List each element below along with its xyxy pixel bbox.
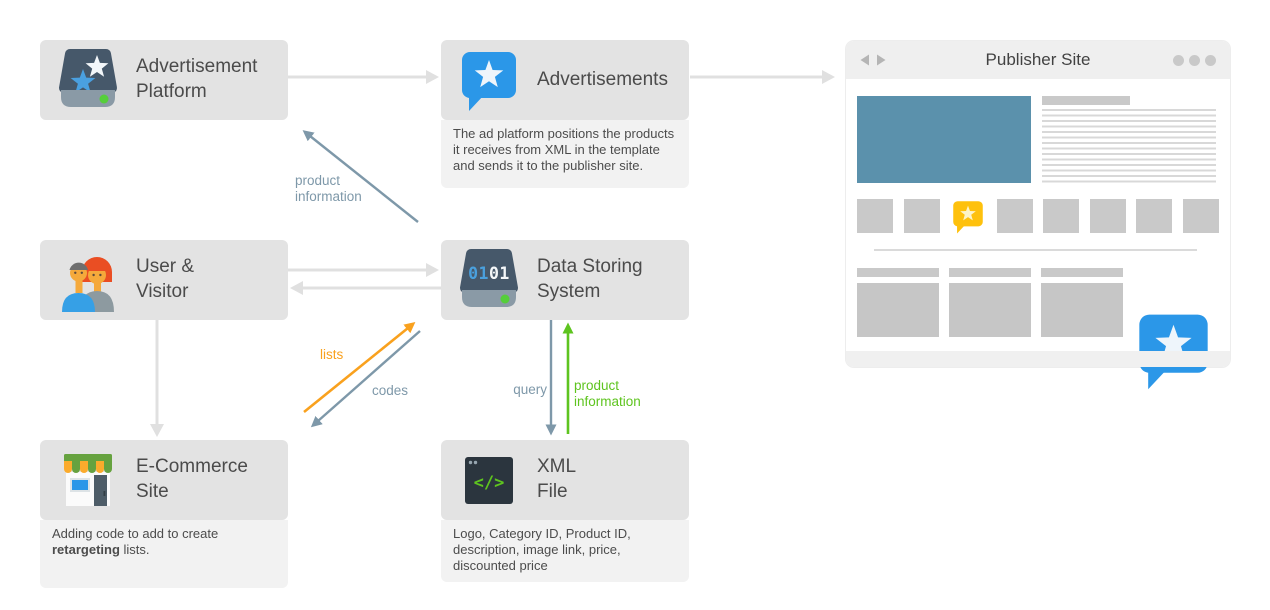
ecommerce-storefront-icon: [64, 454, 112, 506]
article-cards-row: [857, 268, 1214, 391]
xml-code-window-icon: </>: [465, 457, 513, 504]
thumbnail-row: [857, 199, 1219, 234]
advertisements-bubble-icon: [462, 52, 516, 111]
headline-placeholder: [1042, 96, 1130, 105]
thumbnail-placeholder: [857, 199, 893, 233]
ad-platform-label: Advertisement Platform: [136, 56, 258, 102]
node-ecommerce-site: E-Commerce Site: [40, 440, 288, 520]
thumbnail-placeholder: [1043, 199, 1080, 233]
window-dot: [1189, 54, 1200, 66]
advertisements-label: Advertisements: [537, 68, 668, 90]
yellow-ad-bubble-icon: [953, 201, 983, 234]
node-data-storing-system: 0101 Data Storing System: [441, 240, 689, 320]
thumbnail-placeholder: [903, 199, 940, 233]
publisher-site-window: Publisher Site: [846, 41, 1230, 390]
section-divider: [874, 249, 1197, 251]
window-dots-icon: [1173, 54, 1216, 66]
back-icon: [860, 54, 869, 66]
node-xml-file: </> XML File: [441, 440, 689, 520]
article-text-placeholder: [1042, 109, 1216, 184]
svg-text:0101: 0101: [468, 264, 510, 283]
arrow-datastore-to-ecommerce-codes: [310, 330, 421, 428]
browser-chrome-bar: Publisher Site: [846, 41, 1230, 79]
window-dot: [1173, 54, 1184, 66]
edge-label-query: query: [513, 382, 547, 397]
ecommerce-label: E-Commerce Site: [136, 456, 248, 502]
edge-label-codes: codes: [372, 383, 409, 398]
edge-label-lists: lists: [320, 347, 344, 362]
ecommerce-caption-bold-word: retargeting: [52, 541, 120, 557]
thumbnail-placeholder: [1182, 199, 1219, 233]
article-card-placeholder: [949, 268, 1031, 391]
article-card-placeholder: [1041, 268, 1123, 391]
node-advertisements: Advertisements: [441, 40, 689, 120]
browser-nav-buttons: [860, 54, 886, 66]
xml-file-label: XML File: [537, 456, 577, 502]
node-advertisement-platform: Advertisement Platform: [40, 40, 288, 120]
ecommerce-caption: Adding code to add to create retargeting…: [40, 520, 288, 588]
node-user-visitor: User & Visitor: [40, 240, 288, 320]
article-card-placeholder: [857, 268, 939, 391]
edge-label-product-information-upper: product information: [295, 173, 362, 204]
data-storing-drive-icon: 0101: [460, 249, 518, 307]
user-visitor-label: User & Visitor: [136, 256, 195, 302]
thumbnail-placeholder: [1136, 199, 1173, 233]
blue-ad-bubble-icon: [1139, 314, 1208, 390]
advertisements-caption: The ad platform positions the products i…: [441, 120, 689, 188]
thumbnail-placeholder: [996, 199, 1033, 233]
data-storing-label: Data Storing System: [537, 256, 643, 302]
svg-text:</>: </>: [474, 473, 505, 493]
thumbnail-placeholder: [1089, 199, 1126, 233]
edge-label-product-information-lower: product information: [574, 378, 641, 409]
hero-image-placeholder: [857, 96, 1031, 183]
forward-icon: [877, 54, 886, 66]
user-visitor-people-icon: [62, 257, 114, 312]
ad-platform-drive-icon: [59, 49, 117, 107]
page-footer-placeholder: [846, 351, 1230, 367]
xml-file-caption: Logo, Category ID, Product ID, descripti…: [441, 520, 689, 582]
arrow-ecommerce-to-datastore-lists: [303, 322, 416, 414]
window-dot: [1205, 54, 1216, 66]
